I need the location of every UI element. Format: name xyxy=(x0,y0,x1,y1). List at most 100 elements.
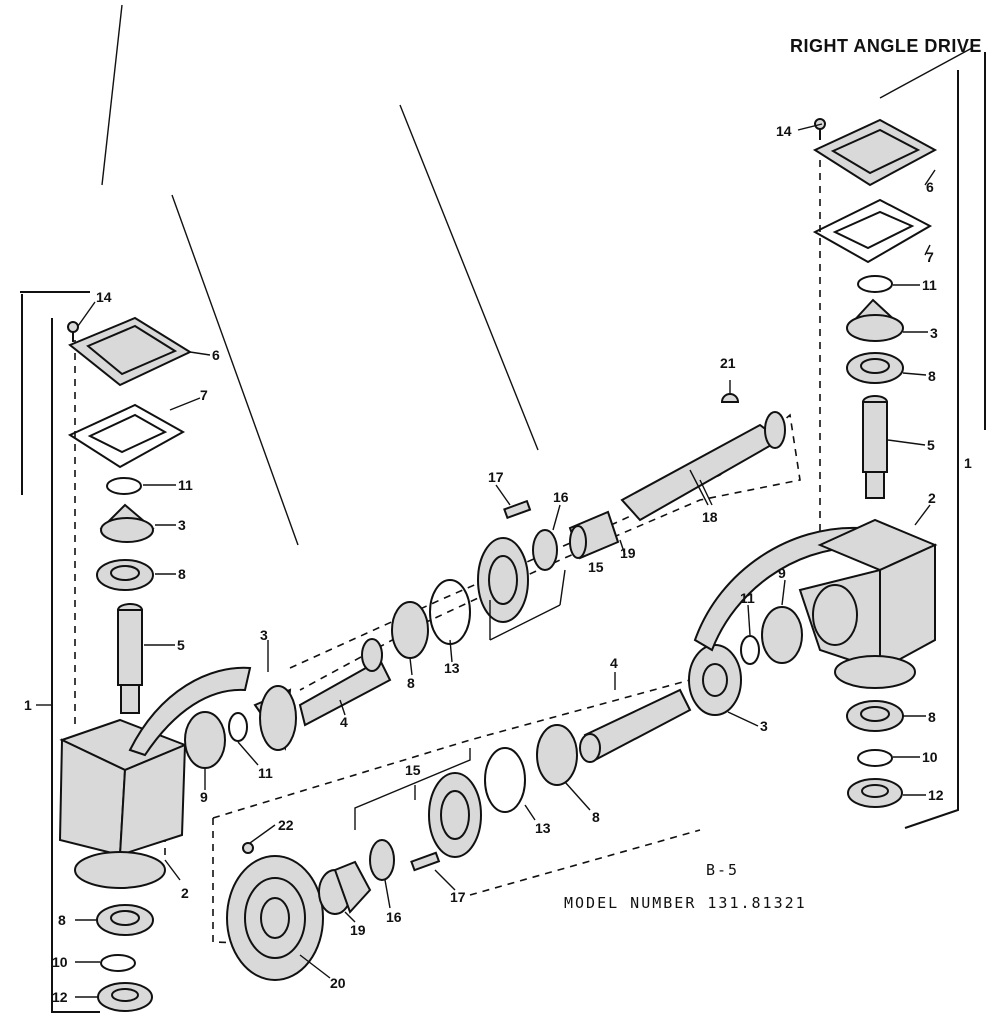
callout-11-left-mid: 11 xyxy=(258,765,273,781)
bearing-8-right-bottom xyxy=(846,700,904,732)
callout-17-lower: 17 xyxy=(450,889,466,905)
shaft-18 xyxy=(620,411,786,522)
callout-13-upper: 13 xyxy=(444,660,460,676)
callout-12-left: 12 xyxy=(52,989,68,1005)
callout-16-upper: 16 xyxy=(553,489,569,505)
callout-7-left: 7 xyxy=(200,387,208,403)
bolt-17-upper xyxy=(503,499,532,520)
bearing-9-upper xyxy=(184,711,226,769)
bearing-9-right xyxy=(761,606,803,664)
callout-8-right-bottom: 8 xyxy=(928,709,936,725)
callout-9-left: 9 xyxy=(200,789,208,805)
callout-3-left-top: 3 xyxy=(178,517,186,533)
callout-labels: 14 6 7 11 3 8 5 1 2 8 10 12 3 9 11 4 8 1… xyxy=(24,123,972,1005)
callout-19-upper: 19 xyxy=(620,545,636,561)
bevel-gear-3-lower xyxy=(688,644,742,716)
construction-lines xyxy=(101,4,973,546)
callout-4-lower: 4 xyxy=(610,655,618,671)
right-stack xyxy=(740,118,938,808)
callout-6-left: 6 xyxy=(212,347,220,363)
callout-8-right-top: 8 xyxy=(928,368,936,384)
callout-1-left: 1 xyxy=(24,697,32,713)
callout-8-left-mid: 8 xyxy=(407,675,415,691)
ring-10-left xyxy=(100,954,136,972)
callout-3-right-top: 3 xyxy=(930,325,938,341)
setscrew-22 xyxy=(242,842,254,854)
callout-18: 18 xyxy=(702,509,718,525)
ring-11-right-mid xyxy=(740,635,760,665)
callout-14-right: 14 xyxy=(776,123,792,139)
assembly-arrow-left xyxy=(128,666,252,757)
bolt-17-lower xyxy=(410,851,441,872)
callout-14-left: 14 xyxy=(96,289,112,305)
lower-shaft-parts xyxy=(226,526,862,981)
shaft-4-lower xyxy=(579,688,692,763)
shaft-5-left xyxy=(117,603,143,714)
callout-2-right: 2 xyxy=(928,490,936,506)
callout-4-left: 4 xyxy=(340,714,348,730)
callout-1-right: 1 xyxy=(964,455,972,471)
gasket-7-left xyxy=(67,403,186,469)
pulley-20 xyxy=(226,855,324,981)
housing-2-right xyxy=(798,518,938,689)
callout-6-right: 6 xyxy=(926,179,934,195)
callout-5-right: 5 xyxy=(927,437,935,453)
bearing-8-right-top xyxy=(846,352,904,384)
seal-16-lower xyxy=(369,839,395,881)
callout-8-left-bottom: 8 xyxy=(58,912,66,928)
page-label: B-5 xyxy=(706,861,739,879)
diagram-title: RIGHT ANGLE DRIVE xyxy=(790,36,982,56)
callout-21: 21 xyxy=(720,355,736,371)
callout-13-lower: 13 xyxy=(535,820,551,836)
callout-16-lower: 16 xyxy=(386,909,402,925)
upper-shaft-parts xyxy=(184,393,786,769)
bevel-gear-3-upper xyxy=(253,685,297,751)
screw-14-right xyxy=(814,118,826,140)
callout-3-left-mid: 3 xyxy=(260,627,268,643)
cover-plate-6-right xyxy=(812,118,938,187)
retaining-ring-11-right xyxy=(857,275,893,293)
callout-11-right-mid: 11 xyxy=(740,590,755,606)
callout-12-right: 12 xyxy=(928,787,944,803)
right-assembly-bracket xyxy=(819,52,986,829)
key-21 xyxy=(720,393,740,403)
callout-11-left-top: 11 xyxy=(178,477,193,493)
bearing-8-left-top xyxy=(96,559,154,591)
screw-14-left xyxy=(67,321,79,342)
housing-2-left xyxy=(58,718,188,889)
bearing-8-upper xyxy=(391,601,429,659)
callout-5-left: 5 xyxy=(177,637,185,653)
callout-3-lower: 3 xyxy=(760,718,768,734)
left-assembly-bracket xyxy=(20,291,166,1013)
bevel-gear-3-left xyxy=(99,503,155,543)
callout-22: 22 xyxy=(278,817,294,833)
bearing-8-left-bottom xyxy=(96,904,154,936)
callout-15-upper: 15 xyxy=(588,559,604,575)
flange-15-lower xyxy=(428,772,482,858)
callout-10-right: 10 xyxy=(922,749,938,765)
callout-20: 20 xyxy=(330,975,346,991)
sleeve-19-upper xyxy=(568,510,620,560)
callout-8-left-top: 8 xyxy=(178,566,186,582)
seal-12-left xyxy=(97,982,153,1012)
callout-9-right: 9 xyxy=(778,565,786,581)
retaining-ring-11-left xyxy=(106,477,142,495)
model-number: MODEL NUMBER 131.81321 xyxy=(564,894,807,912)
flange-15-upper xyxy=(477,537,529,623)
ring-10-right xyxy=(857,749,893,767)
shaft-5-right xyxy=(862,395,888,499)
bevel-gear-3-right xyxy=(846,298,904,342)
ring-11-upper xyxy=(228,712,248,742)
callout-7-right: 7 xyxy=(926,249,934,265)
bearing-8-lower xyxy=(536,724,578,786)
seal-12-right xyxy=(847,778,903,808)
callout-11-right-top: 11 xyxy=(922,277,937,293)
callout-8-lower: 8 xyxy=(592,809,600,825)
callout-19-lower: 19 xyxy=(350,922,366,938)
leader-lines xyxy=(36,123,936,998)
left-stack xyxy=(58,316,252,1012)
seal-16-upper xyxy=(532,529,558,571)
callout-2-left: 2 xyxy=(181,885,189,901)
callout-10-left: 10 xyxy=(52,954,68,970)
